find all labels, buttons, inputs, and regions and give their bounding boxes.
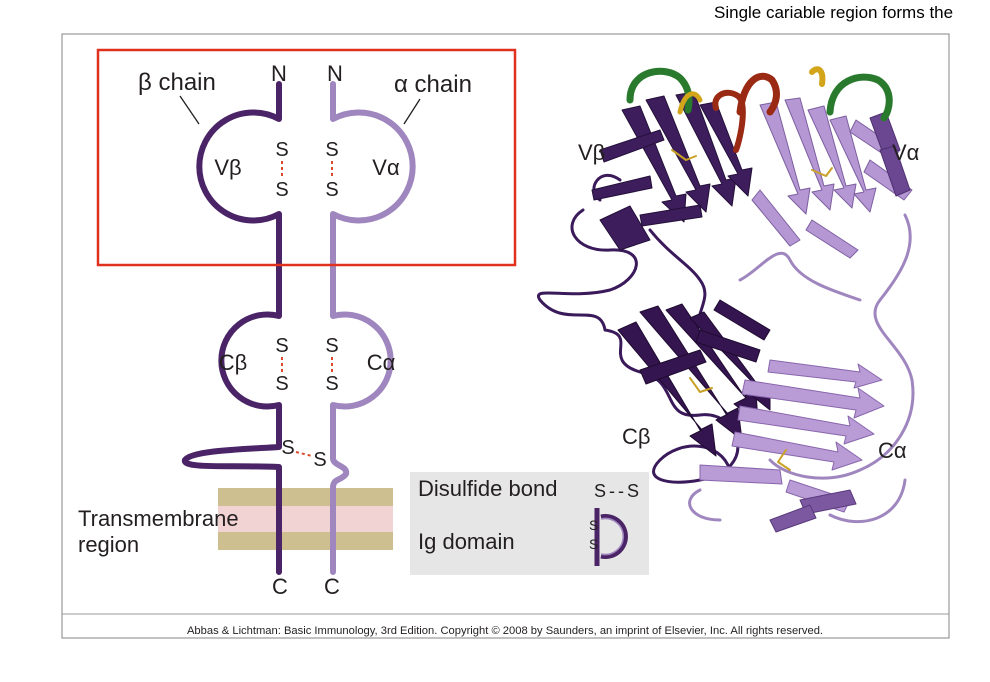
beta-strand <box>599 129 665 163</box>
ig-domain-sulfur: S <box>589 517 598 533</box>
beta-strand <box>737 405 875 445</box>
v-beta-ribbon <box>591 91 753 251</box>
beta-strand <box>879 145 911 197</box>
sulfur-atom: S <box>325 139 338 161</box>
sulfur-atom: S <box>275 179 288 201</box>
v-alpha-ribbon-shade <box>869 111 911 197</box>
beta-strand <box>759 101 811 215</box>
ig-domain-loop <box>600 514 628 559</box>
beta-strand <box>807 105 857 209</box>
beta-chain-label: β chain <box>138 69 216 96</box>
c-alpha-domain-label: Cα <box>367 350 396 375</box>
disulfide-stick <box>811 167 833 177</box>
transmembrane-label: Transmembrane region <box>78 506 245 557</box>
beta-strand <box>751 189 801 247</box>
alpha-chain-leader <box>403 98 421 125</box>
v-alpha-ribbon <box>751 97 913 259</box>
membrane-inner-leaflet <box>218 532 393 550</box>
beta-strand <box>591 175 653 201</box>
beta-strand <box>731 431 863 471</box>
cdr-loop-green <box>826 73 893 122</box>
disulfide-stick <box>689 377 713 393</box>
cdr-loop-red <box>736 72 780 116</box>
alpha-chain-label: α chain <box>394 71 472 98</box>
beta-strand <box>617 321 717 457</box>
beta-strand <box>639 349 707 385</box>
sulfur-atom: S <box>281 437 294 459</box>
c-beta-domain-label: Cβ <box>219 350 248 375</box>
sulfur-atom: S <box>275 373 288 395</box>
beta-chain-strand <box>182 81 282 575</box>
beta-strand <box>805 219 859 259</box>
sulfur-atom: S <box>325 373 338 395</box>
sulfur-atom: S <box>325 335 338 357</box>
beta-strand <box>699 101 753 197</box>
membrane-outer-leaflet <box>218 488 393 506</box>
ig-domain-sulfur: S <box>589 536 598 552</box>
beta-strand <box>829 115 877 213</box>
alpha-c-terminus: C <box>324 574 340 599</box>
legend-ig-domain-symbol: S S <box>589 508 628 566</box>
c-beta-ribbon <box>617 299 771 457</box>
beta-chain-leader <box>179 95 200 125</box>
beta-strand <box>639 204 703 227</box>
v-beta-domain-label: Vβ <box>214 155 241 180</box>
beta-strand <box>767 359 883 389</box>
beta-strand <box>869 111 901 157</box>
cdr-loop-green <box>626 67 693 114</box>
tcr-schematic: β chain α chain N N C C Vβ Vα Cβ Cα S S … <box>78 48 517 599</box>
variable-region-highlight-box <box>96 48 517 267</box>
disulfide-stick <box>777 449 791 471</box>
cdr-loop-yellow <box>809 66 826 87</box>
beta-strand <box>675 91 737 207</box>
c-domain-disulfides: S S S S <box>275 335 338 395</box>
cdr-loop-red <box>712 89 746 153</box>
beta-strand <box>639 305 743 441</box>
cdr-loop-yellow <box>677 91 703 115</box>
legend-box: Disulfide bond S - - S Ig domain S S <box>410 472 649 575</box>
beta-n-terminus: N <box>271 61 287 86</box>
beta-strand <box>699 464 783 485</box>
interchain-disulfide: S S <box>281 437 326 471</box>
transmembrane-label-line1: Transmembrane <box>78 506 239 531</box>
tcr-ribbon-structure: Vβ Vα Cβ Cα <box>536 66 920 533</box>
ig-domain-loop-inner <box>600 517 624 556</box>
beta-strand <box>713 299 771 341</box>
beta-strand <box>741 379 885 419</box>
slide-header-text: Single cariable region forms the <box>714 3 954 22</box>
disulfide-bond <box>295 451 313 457</box>
beta-strand <box>695 329 761 363</box>
figure-caption: Abbas & Lichtman: Basic Immunology, 3rd … <box>187 625 823 637</box>
beta-strand <box>599 205 651 251</box>
beta-chain-coil <box>536 208 740 484</box>
legend-disulfide-label: Disulfide bond <box>418 476 557 501</box>
alpha-chain-strand <box>330 81 416 575</box>
transmembrane-region <box>218 488 393 550</box>
membrane-core <box>218 506 393 532</box>
alpha-chain-coil <box>688 213 915 524</box>
v-alpha-domain-label: Vα <box>372 155 400 180</box>
alpha-n-terminus: N <box>327 61 343 86</box>
transmembrane-label-line2: region <box>78 532 139 557</box>
sulfur-atom: S <box>313 449 326 471</box>
structure-c-alpha-label: Cα <box>878 438 907 463</box>
structure-c-beta-label: Cβ <box>622 424 651 449</box>
structure-v-beta-label: Vβ <box>578 140 605 165</box>
c-alpha-ribbon <box>699 359 885 513</box>
beta-c-terminus: C <box>272 574 288 599</box>
sulfur-atom: S <box>275 139 288 161</box>
structure-v-alpha-label: Vα <box>892 140 920 165</box>
legend-ig-domain-label: Ig domain <box>418 529 515 554</box>
legend-disulfide-symbol: S - - S <box>594 481 639 501</box>
sulfur-atom: S <box>275 335 288 357</box>
beta-strand <box>784 97 835 211</box>
sulfur-atom: S <box>325 179 338 201</box>
c-alpha-ribbon-shade <box>769 489 857 533</box>
disulfide-stick <box>671 149 697 161</box>
v-domain-disulfides: S S S S <box>275 139 338 201</box>
beta-strand <box>769 504 817 533</box>
